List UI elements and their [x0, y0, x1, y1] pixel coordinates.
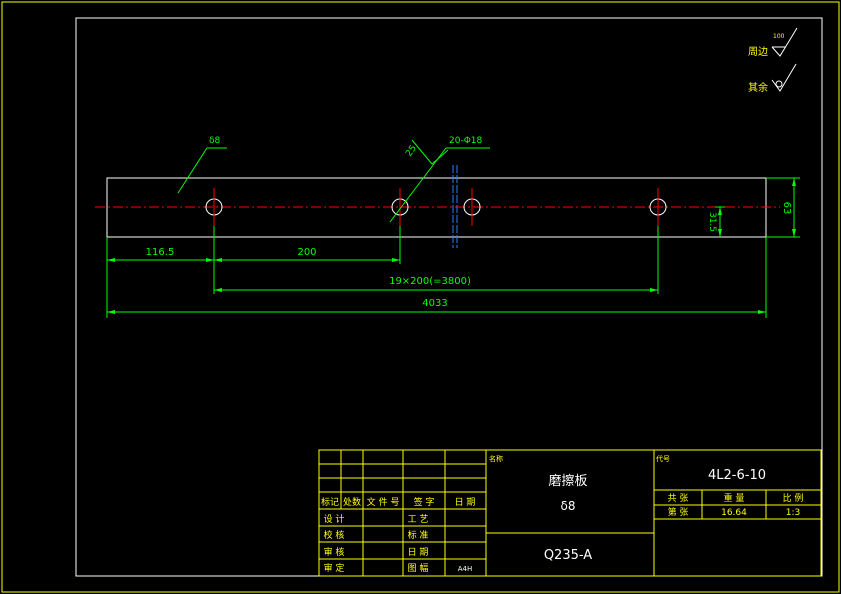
- header-doc-no: 文 件 号: [367, 496, 400, 508]
- dim-overall-length: 4033: [422, 298, 447, 309]
- info-weight-value: 16.64: [721, 508, 747, 518]
- hole: [205, 188, 223, 226]
- holes: [205, 188, 667, 226]
- header-count: 处数: [343, 496, 361, 508]
- info-total-sheets: 共 张: [668, 493, 689, 504]
- edge-roughness-value: 100: [773, 33, 785, 40]
- sign-sheet-size: 图 幅: [408, 562, 429, 574]
- sign-standard: 标 准: [408, 529, 429, 541]
- info-scale-value: 1:3: [786, 508, 800, 518]
- hole: [463, 188, 481, 226]
- dim-hole-center: 31.5: [707, 212, 717, 232]
- sign-check: 校 核: [324, 529, 345, 541]
- drawing-no-label: 代号: [656, 454, 670, 463]
- rest-roughness-symbol: [771, 63, 797, 92]
- dim-pitch-total: 19×200(=3800): [389, 276, 471, 287]
- sign-process: 工 艺: [408, 514, 429, 525]
- header-mark: 标记: [321, 496, 339, 508]
- hole: [649, 188, 667, 226]
- break-lines: [452, 165, 458, 248]
- rest-roughness-circle: [775, 80, 783, 88]
- material: Q235-A: [544, 548, 592, 563]
- header-signature: 签 字: [414, 496, 435, 508]
- name-label: 名称: [489, 454, 503, 463]
- rest-roughness-label: 其余: [748, 81, 768, 94]
- edge-roughness-symbol: [771, 27, 798, 57]
- info-scale-header: 比 例: [783, 492, 804, 504]
- dim-first-pitch: 200: [297, 247, 316, 258]
- sheet-size-value: A4H: [458, 565, 473, 573]
- title-block: 标记 处数 文 件 号 签 字 日 期 设 计 工 艺 校 核 标 准 审 核 …: [318, 449, 822, 577]
- hole-spec: 20-Φ18: [449, 136, 483, 146]
- edge-roughness-label: 周边: [748, 46, 768, 58]
- info-sheet-no: 第 张: [668, 506, 689, 518]
- dimension-lines: [106, 177, 800, 318]
- sign-approve: 审 定: [324, 562, 345, 574]
- thickness-leader: [177, 147, 208, 194]
- info-weight-header: 重 量: [724, 492, 745, 504]
- hole: [391, 188, 409, 226]
- header-date: 日 期: [455, 497, 476, 508]
- dim-width: 63: [781, 202, 792, 215]
- drawing-number: 4L2-6-10: [708, 468, 766, 483]
- thickness-note: δ8: [209, 136, 221, 146]
- roughness-symbols: 周边 100 其余: [748, 27, 798, 94]
- part-name: 磨擦板: [548, 474, 587, 489]
- part-thickness: δ8: [561, 499, 576, 513]
- chamfer-symbol: [411, 139, 449, 165]
- sign-date: 日 期: [408, 547, 429, 558]
- sign-review: 审 核: [324, 546, 345, 558]
- dim-first-offset: 116.5: [146, 247, 175, 258]
- sign-design: 设 计: [324, 513, 345, 525]
